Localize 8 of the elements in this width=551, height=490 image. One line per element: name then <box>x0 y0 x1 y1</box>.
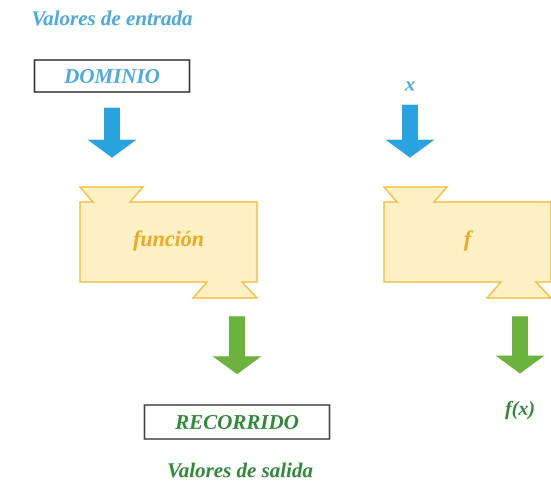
labeled-box: DOMINIO <box>34 59 190 93</box>
function-machine: f <box>382 186 551 299</box>
math-label: f(x) <box>505 400 534 420</box>
function-machine: función <box>78 186 259 299</box>
math-label: x <box>404 81 414 91</box>
output-label: Valores de salida <box>168 462 312 478</box>
input-label: Valores de entrada <box>32 10 192 26</box>
labeled-box: RECORRIDO <box>144 404 330 440</box>
